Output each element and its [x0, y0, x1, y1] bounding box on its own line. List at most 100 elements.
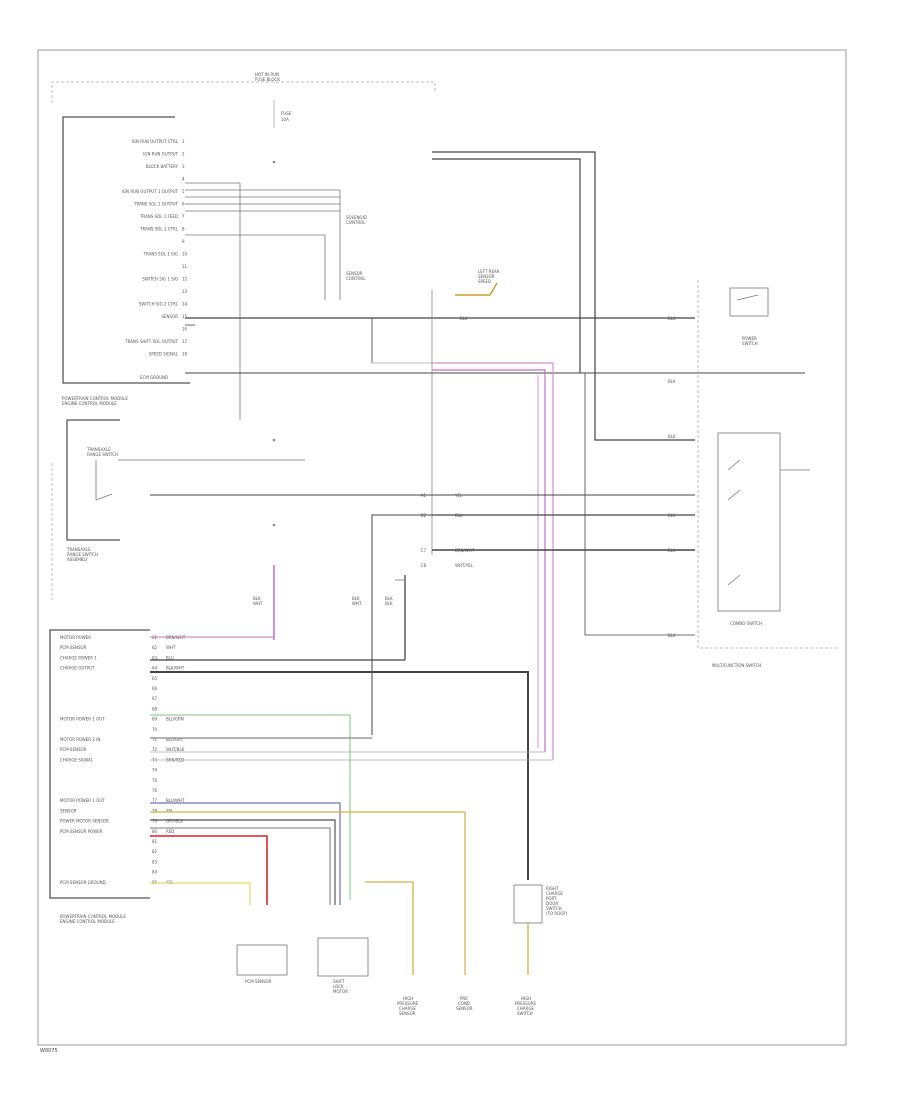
ecm-bottom-pin-number: 77 [152, 798, 158, 803]
sensor3-label-2: PRESSURE [515, 1001, 537, 1006]
splice [272, 160, 276, 164]
ecm-bottom-pin-number: 83 [152, 859, 158, 864]
ecm-bottom-pin-number: 78 [152, 808, 158, 813]
range-switch-caption-2: RANGE SWITCH [67, 552, 98, 557]
shift-lock-motor: SHIFT LOCK MOTOR [317, 937, 369, 994]
ecm-bottom-pin-label: MOTOR POWER 1 OUT [60, 798, 105, 803]
ecm-bottom-pin-wire: WHT/BLK [166, 747, 185, 752]
ecm-top-pin-number: 5 [182, 189, 185, 194]
sensor1-label-2: PRESSURE [397, 1001, 419, 1006]
combo-switch-label: COMBO SWITCH [730, 621, 762, 626]
footer-code: W0075 [40, 1048, 58, 1054]
connector-pin-number: C8 [421, 563, 427, 568]
range-switch-caption-1: TRANSAXLE [66, 547, 91, 552]
ecm-top-pin-label: IGN RUN OUTPUT CTRL [132, 139, 179, 144]
ecm-bottom-pin-number: 66 [152, 686, 158, 691]
fuse-block-bracket [51, 81, 436, 103]
fuse-block-label-1: HOT IN RUN [255, 72, 279, 77]
ecm-bottom-pin-wire: BLU [166, 655, 174, 660]
ecm-bottom-pin-number: 81 [152, 839, 158, 844]
ecm-top-pin-label: SWITCH SIG 2 CTRL [139, 302, 179, 307]
charge-port-label-3: PORT [546, 896, 557, 901]
ecm-bottom-pin-label: MOTOR POWER [60, 635, 91, 640]
ecm-bottom-pin-number: 79 [152, 819, 158, 824]
charge-port-label-2: CHARGE [546, 891, 563, 896]
ecm-top-pin-label: TRANS SOL 1 CTRL [139, 227, 179, 232]
ecm-top-pin-label: SPEED SIGNAL [149, 352, 179, 357]
ecm-top-pin-number: 13 [182, 289, 188, 294]
ecm-top-pin-number: 10 [182, 252, 188, 257]
pink-wires [432, 362, 554, 760]
ecm-top-pin-label: TRANS SOL 1 OUTPUT [133, 202, 178, 207]
ecm-bottom-box [49, 629, 150, 899]
ecm-top-pin-number: 18 [182, 352, 188, 357]
ecm-bottom-pin-number: 74 [152, 768, 158, 773]
pcm-sensor: PCM SENSOR [236, 944, 288, 984]
ecm-top-pin-number: 17 [182, 339, 188, 344]
ecm-bottom-pin-number: 68 [152, 706, 158, 711]
ecm-bottom-pin-wire: YEL [165, 808, 174, 813]
mid-wire-1b: WHT [253, 601, 263, 606]
sensor3-label-1: HIGH [521, 996, 531, 1001]
wire-tag-2: BLK [668, 379, 676, 384]
ecm-bottom-pin-label: MOTOR POWER 1 OUT [60, 717, 105, 722]
wire-tag-1: BLU [668, 316, 676, 321]
wire-tag-5: BLK [668, 548, 676, 553]
relay-label-3: SENSOR [346, 271, 363, 276]
motor-label-2: LOCK [333, 984, 344, 989]
ecm-bottom-pin-wire: GRY/BLK [166, 819, 183, 824]
charge-port-label-5: SWITCH [546, 906, 562, 911]
mid-wire-2b: WHT [352, 601, 362, 606]
ecm-top-pin-label: SENSOR [161, 314, 178, 319]
charge-port-label-6: (TO ROOF) [546, 911, 568, 916]
ecm-top-pin-number: 14 [182, 302, 188, 307]
sensor3-label-3: CHARGE [517, 1006, 534, 1011]
ecm-top-label-2: ENGINE CONTROL MODULE [62, 401, 117, 406]
range-switch-label-1: TRANSAXLE [86, 447, 111, 452]
ecm-top-ground-label: ECM GROUND [140, 375, 168, 380]
wire-tag-4: BLK [668, 513, 676, 518]
left-rear-label-1: LEFT REAR [478, 269, 500, 274]
transaxle-range-switch: TRANSAXLE RANGE SWITCH TRANSAXLE RANGE S… [66, 419, 305, 562]
ecm-top-pin-number: 2 [182, 152, 185, 157]
motor-label-1: SHIFT [333, 979, 345, 984]
ecm-bottom-pin-number: 80 [152, 829, 158, 834]
ecm-bottom-label-2: ENGINE CONTROL MODULE [60, 919, 115, 924]
ecm-top-pin-label: IGN RUN OUTPUT 1 OUTPUT [122, 189, 179, 194]
ecm-bottom-pin-number: 72 [152, 747, 158, 752]
ecm-top-pin-number: 1 [182, 139, 185, 144]
ecm-bottom-pin-number: 64 [152, 666, 158, 671]
left-rear-label-2: SENSOR [478, 274, 495, 279]
range-switch-label-2: RANGE SWITCH [87, 452, 118, 457]
motor-label-3: MOTOR [333, 989, 348, 994]
ecm-bottom-pin-label: PCM SENSOR POWER [60, 829, 103, 834]
ecm-top-pin-number: 6 [182, 202, 185, 207]
connector-pin-number: C7 [421, 548, 427, 553]
top-right-harness [432, 151, 695, 441]
mid-wire-3a: BLK [385, 596, 393, 601]
sensor1-label-4: SENSOR [399, 1011, 416, 1016]
connector-pin-wire: WHT/YEL [455, 563, 474, 568]
relay-label-4: CONTROL [346, 276, 366, 281]
mid-wire-3b: BLK [385, 601, 393, 606]
fuse-label-2: 10A [281, 117, 289, 122]
left-rear-switch: LEFT REAR SENSOR SPEED [455, 269, 500, 296]
ecm-top-output-wires [185, 182, 341, 420]
charge-port-switch: RIGHT CHARGE PORT DOOR SWITCH (TO ROOF) [513, 884, 568, 975]
ecm-bottom-pin-number: 71 [152, 737, 158, 742]
ecm-bottom-pin-number: 82 [152, 849, 158, 854]
combo-switch-sub-label: MULTIFUNCTION SWITCH [712, 663, 761, 668]
ecm-bottom-pin-number: 67 [152, 696, 158, 701]
ecm-bottom-pin-number: 76 [152, 788, 158, 793]
ecm-top-pin-label: IGN RUN OUTPUT [143, 152, 178, 157]
page-border [37, 49, 847, 1046]
charge-port-label-4: DOOR [546, 901, 558, 906]
sensor1-label-3: CHARGE [399, 1006, 416, 1011]
ecm-top-pin-label: TRANS SOL 1 SIG [143, 252, 178, 257]
ecm-bottom-pin-number: 70 [152, 727, 158, 732]
mid-wire-2a: BLK [352, 596, 360, 601]
ecm-top-pin-label: SWITCH SIG 1 SIG [142, 277, 178, 282]
